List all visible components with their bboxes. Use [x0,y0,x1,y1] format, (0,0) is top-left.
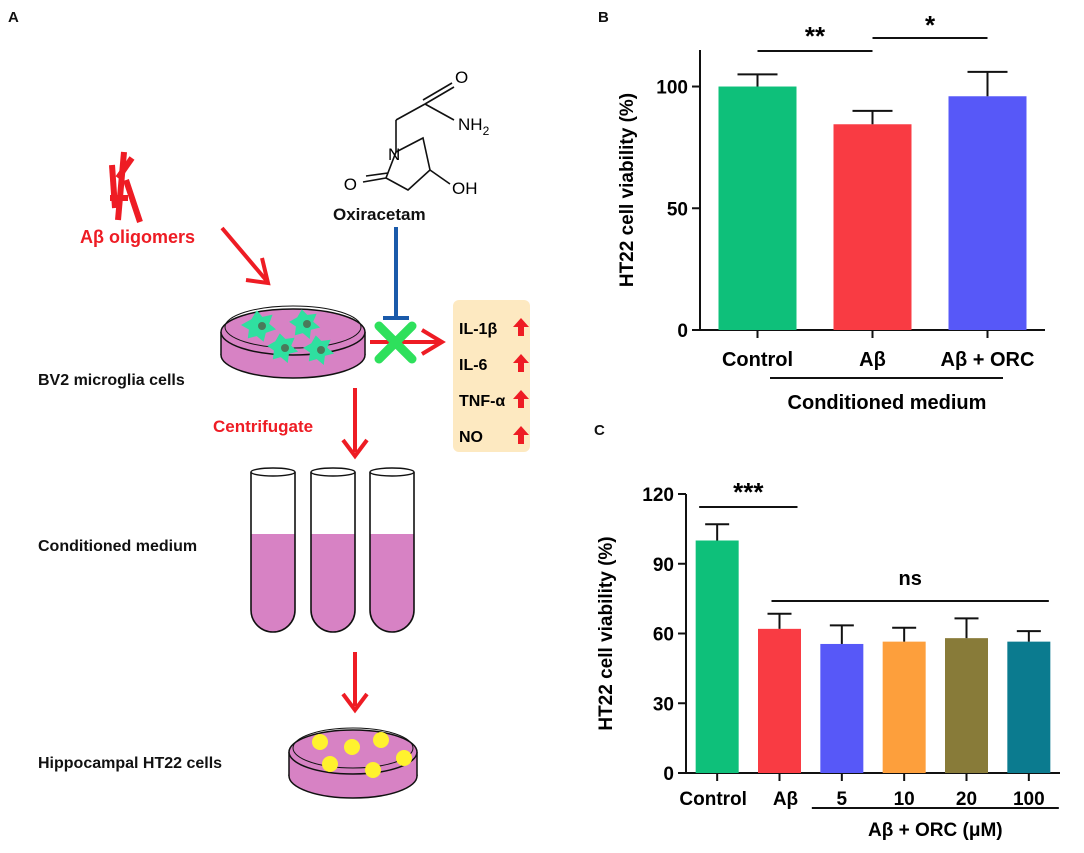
y-tick-label: 60 [653,625,674,646]
panel-a-label: A [8,9,19,26]
up-arrow-icon [513,354,529,372]
cytokine-label: IL-6 [459,357,488,374]
y-tick-label: 100 [656,78,688,99]
y-tick-label: 0 [677,321,688,342]
significance-label: ** [805,21,826,51]
oxiracetam-structure [362,82,455,191]
cytokine-box [453,300,530,452]
y-tick-label: 0 [663,764,674,785]
structure-oh-group: OH [452,179,478,198]
bar [718,86,797,331]
x-tick-label: Aβ + ORC [941,349,1035,371]
x-tick-label: 100 [1013,789,1045,810]
y-tick-label: 90 [653,555,674,576]
up-arrow-icon [513,318,529,336]
centrifuge-label: Centrifugate [213,417,313,436]
y-axis-label: HT22 cell viability (%) [617,93,638,287]
structure-carbonyl-o: O [455,68,468,87]
group-label: Aβ + ORC (μM) [868,820,1003,841]
panel-a-schematic: A Aβ oligomers O N O NH2 OH [8,9,530,799]
structure-nh2-group: NH2 [458,115,490,138]
bar [820,643,864,773]
bar [833,124,912,331]
bar [695,540,739,773]
x-tick-label: Aβ [859,349,886,371]
chart-c: HT22 cell viability (%) 0 30 60 90 120Control… [596,477,1060,841]
x-tick-label: Aβ [773,789,798,810]
oligomer-fibrils-icon [109,151,143,223]
oligomer-arrow-icon [220,226,268,282]
y-tick-label: 50 [667,199,688,220]
bar [882,641,926,773]
ht22-dish-icon [288,727,418,799]
microglia-label: BV2 microglia cells [38,372,185,389]
panel-c-label: C [594,422,605,439]
bar [945,638,988,773]
structure-o-atom: O [344,175,357,194]
bar [1007,641,1051,773]
significance-label: *** [733,477,764,507]
x-tick-label: 10 [894,789,915,810]
cytokine-label: TNF-α [459,393,505,410]
x-tick-label: 5 [837,789,848,810]
microglia-dish-icon [220,305,366,379]
bar [758,628,801,773]
significance-label: ns [898,568,921,590]
panel-b-label: B [598,9,609,26]
bar [948,96,1027,331]
cytokine-label: IL-1β [459,321,497,338]
x-tick-label: Control [722,349,793,371]
x-tick-label: Control [679,789,747,810]
oligomers-label: Aβ oligomers [80,227,195,247]
group-label: Conditioned medium [788,392,987,414]
inhibit-x-icon [374,321,417,364]
x-tick-label: 20 [956,789,977,810]
conditioned-medium-tubes-icon [250,467,415,633]
conditioned-medium-label: Conditioned medium [38,538,197,555]
significance-label: * [925,10,936,40]
cytokine-label: NO [459,429,483,446]
up-arrow-icon [513,426,529,444]
y-tick-label: 120 [642,485,674,506]
up-arrow-icon [513,390,529,408]
drug-name-label: Oxiracetam [333,205,426,224]
structure-n-atom: N [388,145,400,164]
hippocampal-label: Hippocampal HT22 cells [38,755,222,772]
y-tick-label: 30 [653,694,674,715]
y-axis-label: HT22 cell viability (%) [596,536,617,730]
